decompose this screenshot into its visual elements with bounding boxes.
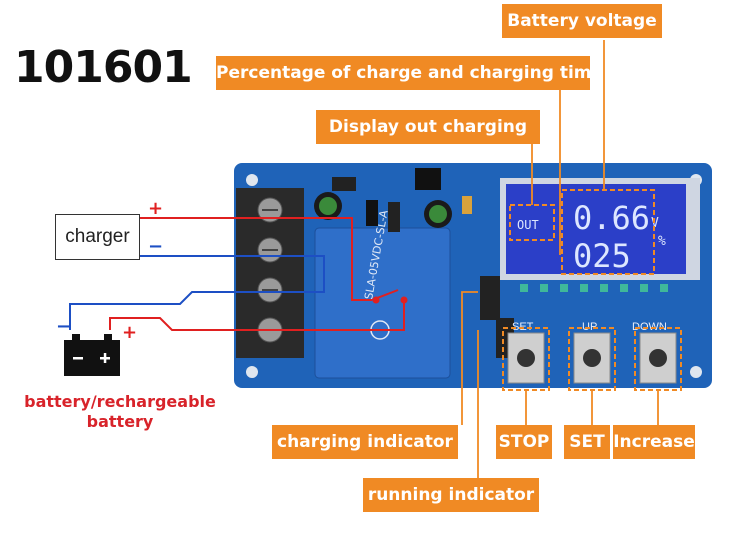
battery-caption-line2: battery: [86, 412, 154, 431]
lcd-percent-unit: %: [658, 234, 666, 249]
mount-hole: [690, 366, 702, 378]
lcd-percent: 025: [573, 237, 631, 275]
label-stop: STOP: [496, 425, 552, 459]
label-charging-indicator: charging indicator: [272, 425, 458, 459]
battery-plus-sign: +: [122, 322, 137, 343]
label-set: SET: [564, 425, 610, 459]
board-label-down: DOWN: [632, 321, 667, 333]
transistor: [332, 177, 356, 191]
mount-hole: [246, 174, 258, 186]
battery-caption: battery/rechargeable battery: [20, 392, 220, 432]
lcd-voltage-unit: V: [651, 216, 659, 231]
highlight-out: [509, 204, 555, 241]
charger-box: charger: [55, 214, 140, 260]
button-set[interactable]: [507, 332, 545, 384]
button-down[interactable]: [639, 332, 677, 384]
lcd-out: OUT: [517, 218, 539, 232]
charger-minus-sign: −: [148, 236, 163, 257]
diode: [366, 200, 378, 226]
wire-battery-plus: [109, 300, 405, 331]
battery-caption-line1: battery/rechargeable: [24, 392, 216, 411]
label-percentage-time: Percentage of charge and charging time: [216, 56, 603, 90]
charger-plus-sign: +: [148, 198, 163, 219]
label-battery-voltage: Battery voltage: [502, 4, 662, 38]
label-increase: Increase: [613, 425, 695, 459]
label-running-indicator: running indicator: [363, 478, 539, 512]
battery-icon: [64, 334, 120, 376]
label-display-out: Display out charging: [316, 110, 540, 144]
battery-minus-sign: −: [56, 316, 71, 337]
lcd-voltage: 0.66: [573, 199, 650, 237]
lcd-screen: [506, 184, 686, 274]
mount-hole: [246, 366, 258, 378]
wire-charger-minus: [69, 255, 325, 330]
chip: [415, 168, 441, 190]
button-up[interactable]: [573, 332, 611, 384]
relay: [314, 227, 451, 379]
wire-charger-plus: [138, 217, 372, 301]
product-code: 101601: [14, 42, 193, 93]
